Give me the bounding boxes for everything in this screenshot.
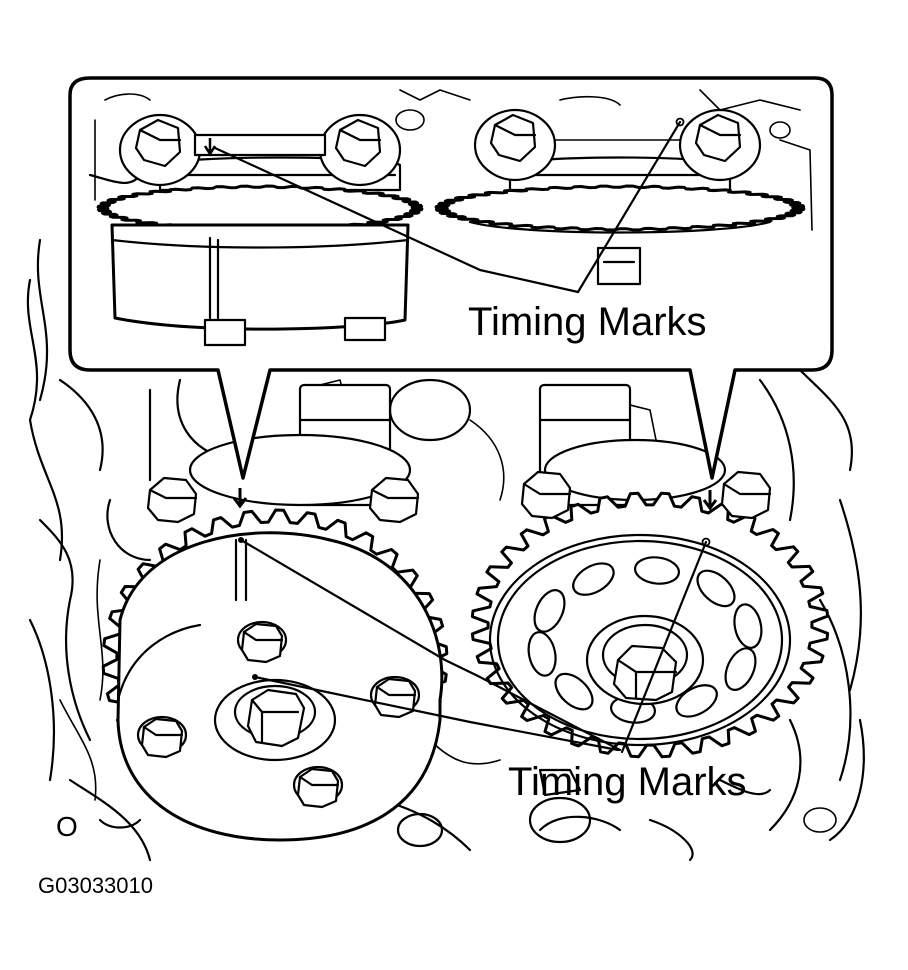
- inset-contents: [88, 89, 813, 347]
- sprocket-hole: [527, 631, 557, 677]
- sprocket-hole: [696, 569, 736, 608]
- main-leader-lines: [239, 538, 708, 754]
- inset-right-sprocket-teeth: [434, 184, 806, 232]
- sprocket-hole: [633, 556, 681, 585]
- inset-left-sprocket-teeth: [96, 184, 424, 232]
- sprocket-hole: [675, 684, 718, 718]
- cam-bosses: [188, 383, 727, 507]
- inset-timing-marks-label: Timing Marks: [468, 300, 707, 344]
- right-sprocket: [470, 470, 830, 759]
- figure-code: G03033010: [38, 873, 153, 898]
- sprocket-hole: [533, 589, 566, 633]
- sprocket-hole: [733, 603, 763, 649]
- small-o-mark: O: [56, 811, 78, 842]
- sprocket-hole: [554, 672, 594, 711]
- left-vvt-sprocket: [101, 476, 449, 842]
- engine-block-background: [26, 238, 865, 862]
- sprocket-hole: [572, 562, 615, 596]
- main-timing-marks-label: Timing Marks: [508, 760, 747, 804]
- sprocket-hole: [724, 647, 757, 691]
